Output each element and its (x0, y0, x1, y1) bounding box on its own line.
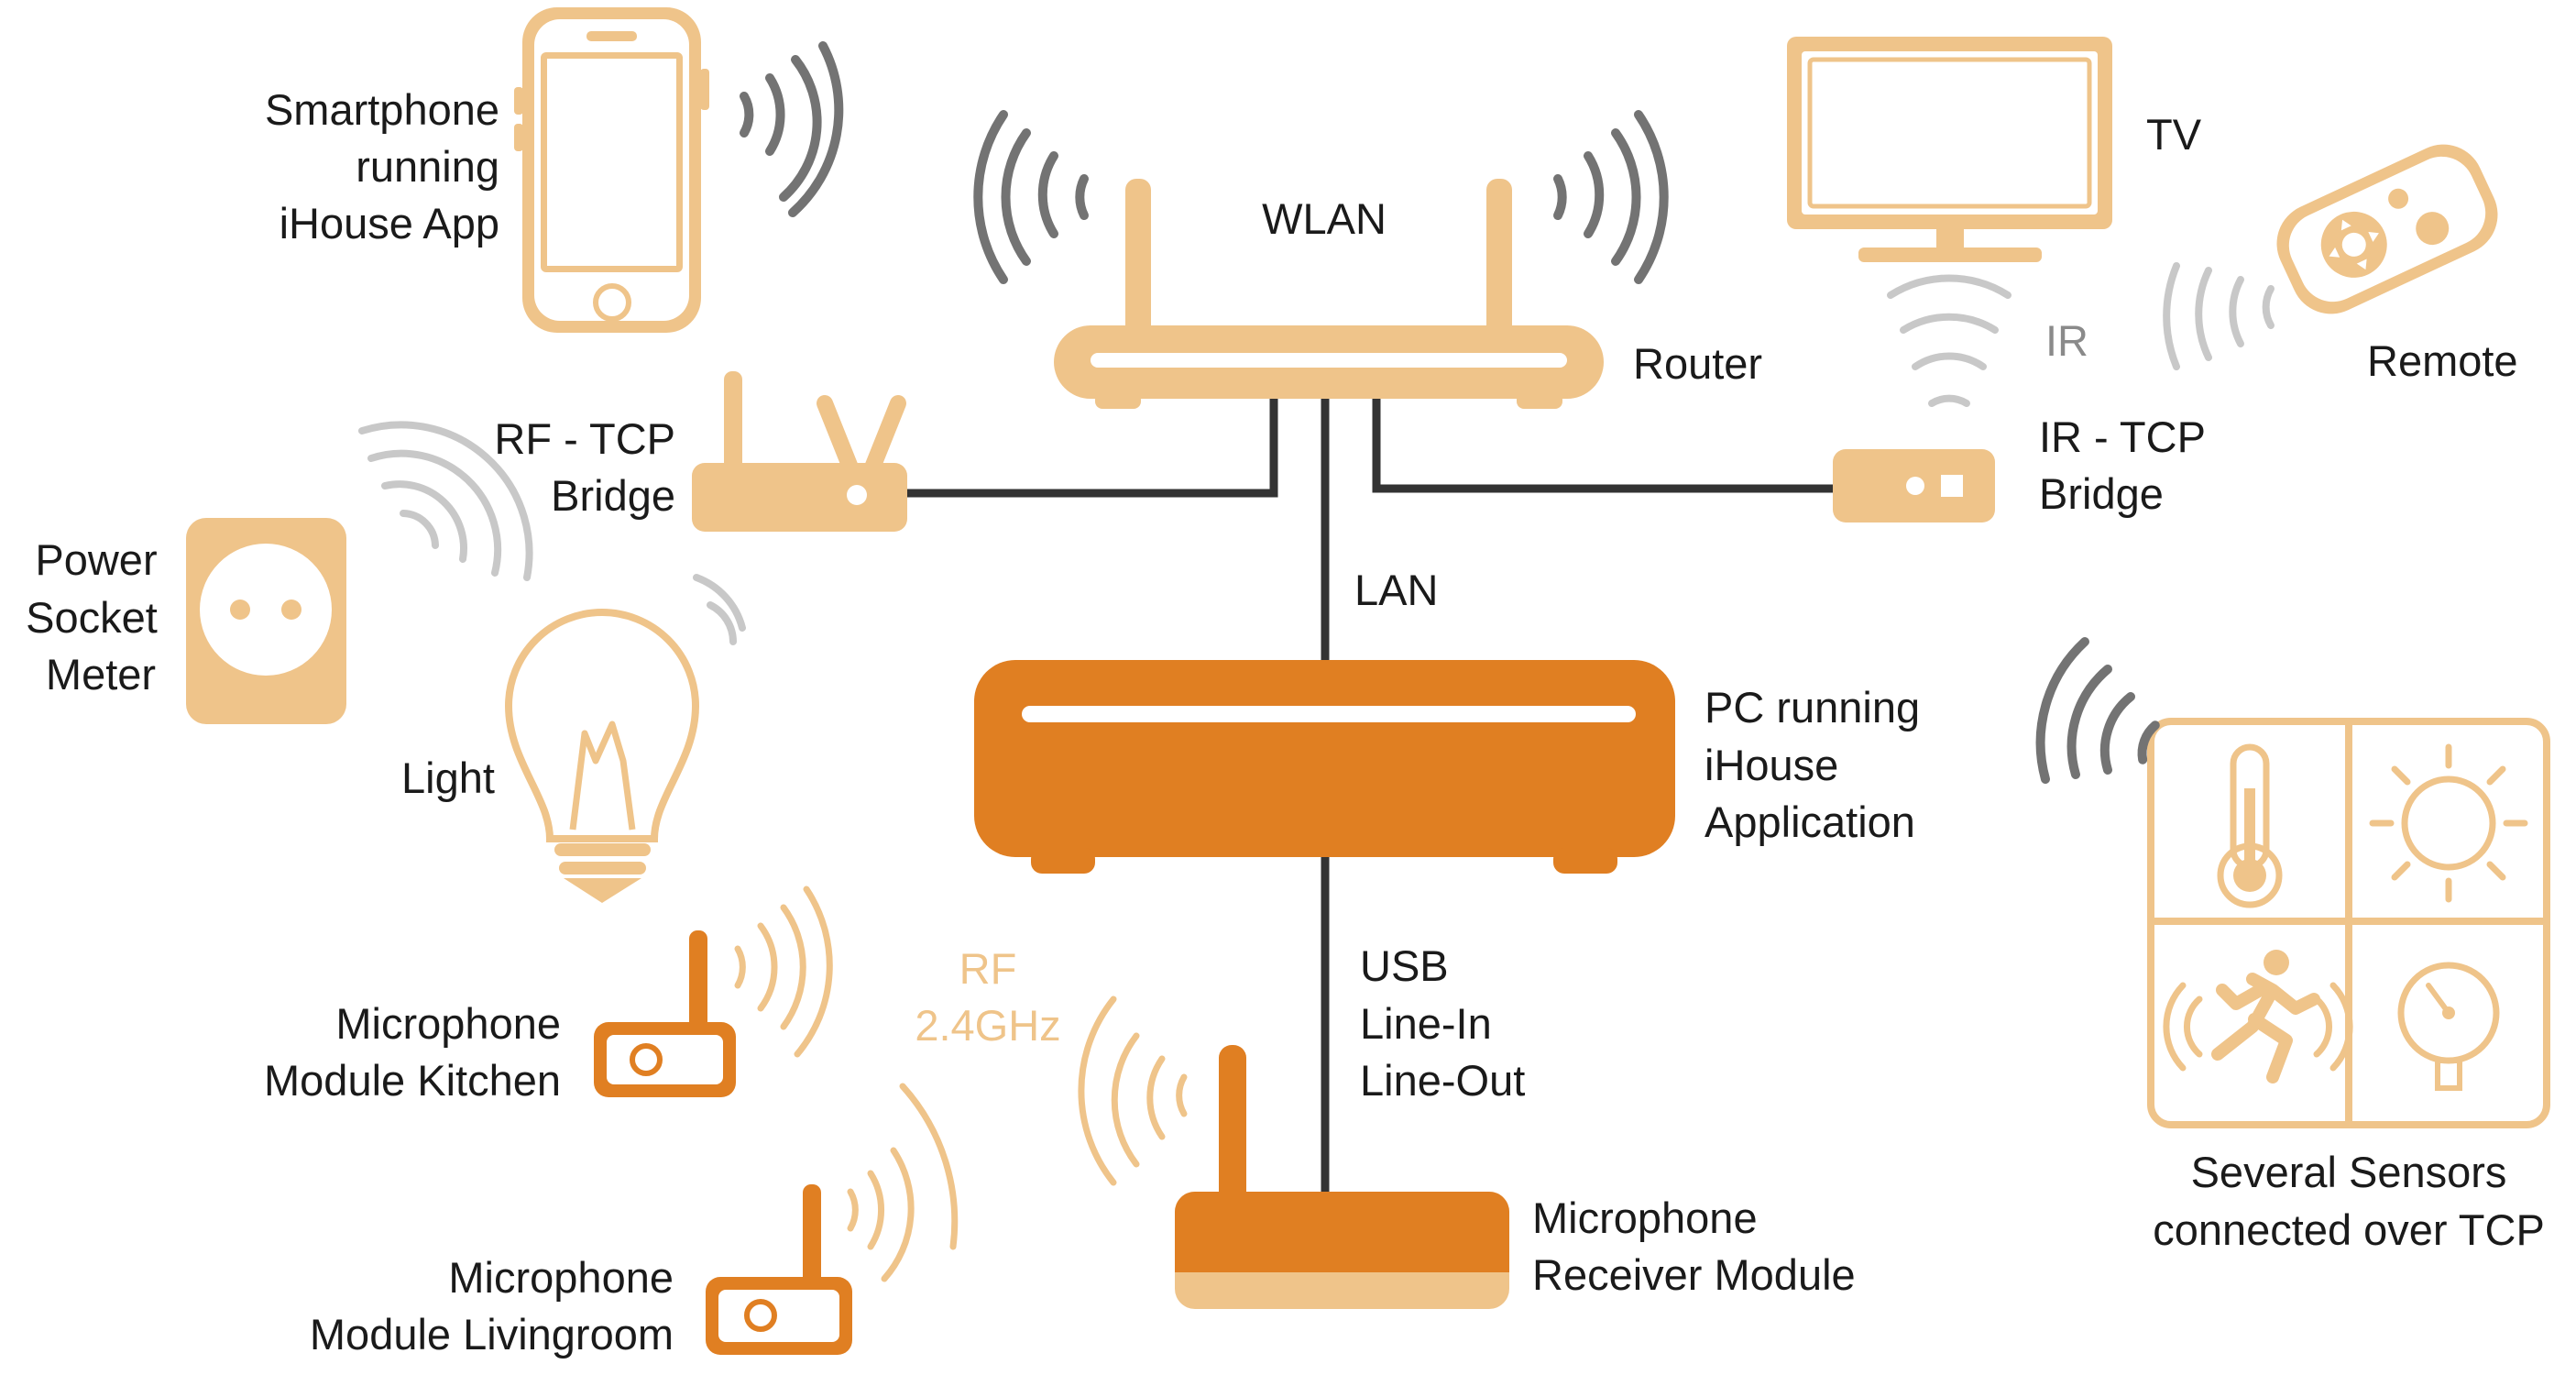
sensors-label: Several Sensors connected over TCP (2153, 1148, 2545, 1254)
router-label: Router (1633, 339, 1762, 388)
lan-label: LAN (1354, 566, 1438, 614)
mic-living-label-line2: Module Livingroom (310, 1310, 674, 1358)
power-socket-label: Power Socket Meter (26, 535, 158, 698)
rf-label-line2: 2.4GHz (915, 1001, 1060, 1050)
ir-bridge-icon (1833, 449, 1995, 522)
smartphone-icon (514, 7, 709, 333)
mic-receiver-label-line2: Receiver Module (1532, 1250, 1856, 1299)
smartphone-label-line3: iHouse App (280, 199, 499, 248)
microphone-module-icon (594, 930, 736, 1097)
remote-label: Remote (2367, 336, 2518, 385)
mic-receiver-label-line1: Microphone (1532, 1194, 1758, 1242)
wifi-waves-icon (740, 41, 844, 217)
power-socket-icon (186, 518, 346, 724)
wire-router-rf-bridge (903, 394, 1278, 498)
usb-label-line1: USB (1360, 941, 1449, 990)
thermometer-icon (2217, 743, 2283, 908)
pc-label-line2: iHouse (1705, 741, 1838, 789)
tv-icon (1787, 37, 2112, 262)
pc-icon (974, 660, 1675, 874)
remote-control-icon (2276, 144, 2498, 314)
microphone-module-livingroom-icon (706, 1184, 852, 1355)
motion-sensor-icon (2163, 950, 2353, 1084)
ir-bridge-label-line2: Bridge (2039, 469, 2164, 518)
sensors-label-line2: connected over TCP (2153, 1205, 2545, 1254)
power-socket-label-line3: Meter (46, 650, 156, 698)
rf-bridge-icon (692, 371, 907, 532)
light-label: Light (401, 754, 495, 802)
pc-label-line1: PC running (1705, 683, 1920, 732)
rf-bridge-waves (358, 421, 746, 645)
pc-label: PC running iHouse Application (1705, 683, 1920, 846)
ir-bridge-waves (1887, 274, 2011, 407)
mic-kitchen-label-line2: Module Kitchen (264, 1056, 561, 1105)
smartphone-label-line2: running (356, 142, 499, 191)
light-bulb-icon (504, 609, 700, 903)
mic-receiver-label: Microphone Receiver Module (1532, 1194, 1856, 1299)
ir-label: IR (2045, 316, 2088, 365)
rf-frequency-label: RF 2.4GHz (915, 944, 1060, 1050)
mic-kitchen-label-line1: Microphone (335, 999, 561, 1048)
remote-ir-waves (2163, 262, 2275, 370)
sensors-panel-icon (2147, 718, 2550, 1128)
ir-bridge-label-line1: IR - TCP (2039, 412, 2206, 461)
rf-label-line1: RF (959, 944, 1017, 993)
usb-label-line3: Line-Out (1360, 1056, 1525, 1105)
power-socket-label-line2: Socket (26, 593, 158, 642)
receiver-waves (1078, 996, 1188, 1186)
rf-bridge-label: RF - TCP Bridge (494, 414, 675, 520)
microphone-receiver-icon (1175, 1045, 1509, 1309)
sensors-waves (2035, 637, 2160, 784)
power-socket-label-line1: Power (35, 535, 157, 584)
smartphone-label: Smartphone running iHouse App (265, 85, 499, 248)
sensors-label-line1: Several Sensors (2191, 1148, 2507, 1196)
ir-bridge-label: IR - TCP Bridge (2039, 412, 2206, 518)
mic-living-waves (847, 1083, 959, 1282)
tv-label: TV (2146, 110, 2202, 159)
router-wifi-waves (973, 110, 1669, 284)
pressure-gauge-icon (2397, 962, 2500, 1091)
rf-bridge-label-line1: RF - TCP (494, 414, 675, 463)
mic-kitchen-label: Microphone Module Kitchen (264, 999, 561, 1105)
router-icon (1054, 179, 1604, 409)
usb-label: USB Line-In Line-Out (1360, 941, 1525, 1105)
smartphone-label-line1: Smartphone (265, 85, 499, 134)
mic-living-label: Microphone Module Livingroom (310, 1253, 674, 1358)
mic-living-label-line1: Microphone (448, 1253, 674, 1302)
rf-bridge-label-line2: Bridge (551, 471, 675, 520)
usb-label-line2: Line-In (1360, 999, 1492, 1048)
wire-router-ir-bridge (1372, 394, 1833, 493)
mic-kitchen-waves (734, 886, 833, 1058)
sun-icon (2369, 743, 2528, 903)
pc-label-line3: Application (1705, 798, 1915, 846)
wlan-label: WLAN (1262, 194, 1387, 243)
